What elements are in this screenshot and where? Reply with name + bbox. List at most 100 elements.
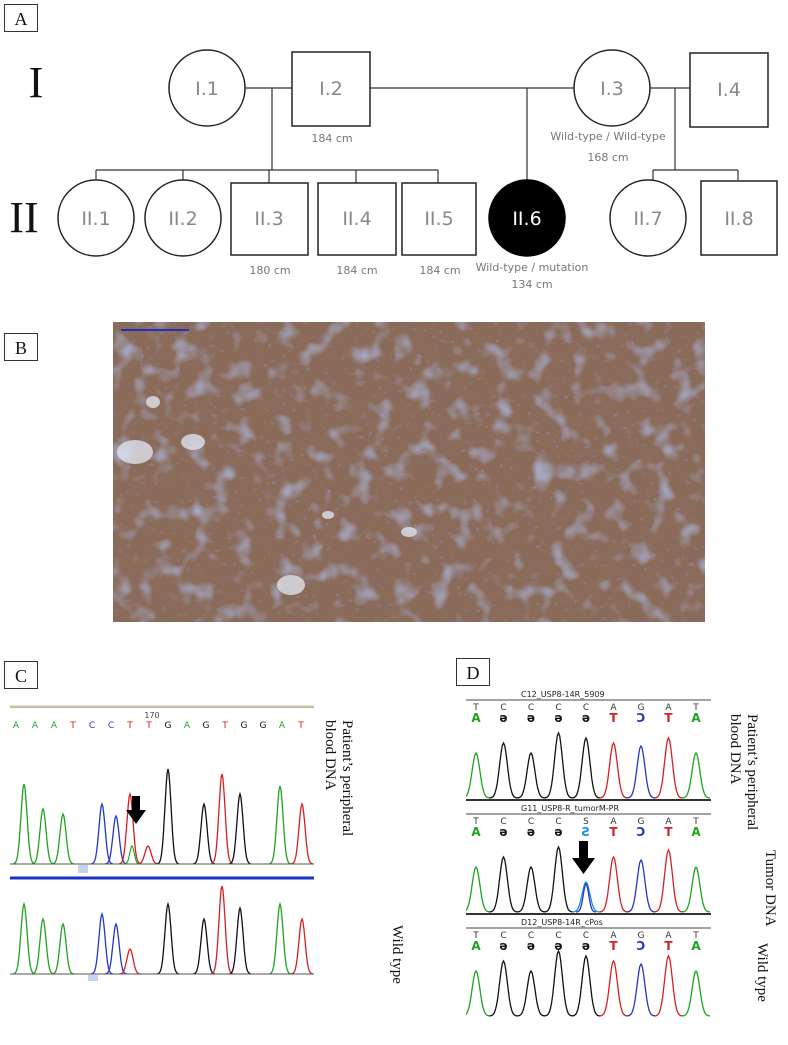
base-label-0-1: C — [500, 703, 506, 713]
base-glyph-1-0: A — [471, 825, 481, 839]
pedigree-lines — [95, 87, 739, 183]
base-glyph-0-2: ə — [527, 711, 535, 725]
base-label-1-5: A — [610, 817, 617, 827]
base-label-1-3: C — [555, 817, 561, 827]
base-label-0-2: C — [528, 703, 534, 713]
pedigree-chart: I II I.1 I.2 184 cm I.3 Wild-type / Wild… — [9, 49, 778, 291]
trace-peak-bottom-2 — [51, 922, 75, 975]
stroma-patches — [117, 396, 417, 595]
base-glyph-0-5: T — [609, 711, 618, 725]
track-name-2: D12_USP8-14R_cPos — [521, 918, 603, 927]
trace-peak-top-8 — [156, 768, 180, 865]
member-II3-label: II.3 — [254, 208, 283, 230]
trace-peak-top-0 — [12, 783, 36, 865]
base-label-2-5: A — [610, 931, 617, 941]
panel-label-b: B — [4, 333, 38, 361]
trace-peak-2-8 — [681, 969, 711, 1017]
trace-peak-1-3 — [544, 845, 573, 913]
trace-peak-bottom-0 — [12, 901, 36, 975]
generation-label-i: I — [29, 58, 44, 107]
base-label-0-5: A — [610, 703, 617, 713]
trace-peak-0-6 — [626, 744, 656, 799]
trace-peak-bottom-8 — [156, 901, 180, 975]
base-glyph-1-3: ə — [554, 825, 562, 839]
base-label-1-4: S — [583, 817, 589, 827]
trace-peak-2-7 — [654, 954, 683, 1017]
chromatogram-panel-d: C12_USP8-14R_5909TACəCəCəCəATGϽATTAG11_U… — [466, 690, 711, 1017]
trace-peak-bottom-1 — [31, 917, 55, 975]
trace-peak-top-4 — [90, 801, 114, 865]
member-I4-label: I.4 — [717, 79, 741, 101]
position-label-170: 170 — [144, 711, 159, 720]
track-name-1: G11_USP8-R_tumorM-PR — [521, 804, 619, 813]
base-call-6: T — [126, 721, 133, 731]
panel-label-c: C — [4, 661, 38, 689]
member-I3-genotype: Wild-type / Wild-type — [550, 130, 665, 143]
base-label-2-4: C — [583, 931, 589, 941]
member-II6-height: 134 cm — [511, 278, 552, 291]
member-II6-genotype: Wild-type / mutation — [476, 261, 589, 274]
member-II3-height: 180 cm — [249, 264, 290, 277]
base-glyph-1-5: T — [609, 825, 618, 839]
mutation-arrow-d — [572, 841, 595, 874]
track-name-0: C12_USP8-14R_5909 — [521, 690, 605, 699]
base-label-1-8: T — [692, 817, 699, 827]
trace-peak-0-7 — [654, 736, 683, 799]
selection-marker-top — [78, 865, 88, 873]
member-I2-symbol — [291, 51, 371, 127]
base-call-14: A — [279, 721, 286, 731]
trace-peak-0-2 — [516, 751, 546, 799]
base-call-15: T — [297, 721, 304, 731]
trace-peak-1-0 — [466, 865, 491, 913]
trace-peak-1-5 — [599, 855, 628, 913]
trace-peak-top-11 — [210, 773, 234, 865]
trace-peak-1-8 — [681, 865, 711, 913]
base-call-3: T — [69, 721, 76, 731]
panel-c-label-bottom: Wild type — [389, 925, 405, 984]
trace-peak-2-5 — [599, 959, 628, 1017]
trace-peak-1-1 — [489, 855, 518, 913]
trace-peak-2-3 — [544, 949, 573, 1017]
base-call-10: G — [203, 721, 210, 731]
trace-peak-1-6 — [626, 858, 656, 913]
member-II5-label: II.5 — [424, 208, 453, 230]
mutation-arrow-c — [126, 796, 146, 824]
member-II1-symbol — [57, 179, 135, 257]
base-label-2-7: A — [665, 931, 672, 941]
generation-label-ii: II — [9, 193, 38, 242]
member-II3-symbol — [230, 182, 309, 256]
trace-peak-top-12 — [228, 791, 252, 865]
trace-peak-top-10 — [192, 801, 216, 865]
panel-label-d: D — [456, 658, 490, 686]
base-glyph-1-6: Ͻ — [637, 825, 645, 839]
base-glyph-1-7: T — [664, 825, 673, 839]
base-glyph-2-6: Ͻ — [637, 939, 645, 953]
member-I1-label: I.1 — [195, 78, 219, 100]
panel-d-label-middle: Tumor DNA — [762, 850, 778, 927]
member-II6-symbol-affected — [488, 179, 566, 257]
trace-peak-1-4 — [571, 881, 601, 913]
trace-peak-2-2 — [516, 969, 546, 1017]
trace-peak-bottom-11 — [210, 885, 234, 975]
base-call-2: A — [51, 721, 58, 731]
trace-peak-0-3 — [544, 731, 573, 799]
trace-peak-1-7 — [654, 848, 683, 913]
base-call-13: G — [260, 721, 267, 731]
base-label-1-6: G — [638, 817, 645, 827]
trace-peak-bottom-10 — [192, 917, 216, 975]
trace-peak-top-2 — [51, 812, 75, 865]
base-label-2-1: C — [500, 931, 506, 941]
base-call-4: C — [89, 721, 95, 731]
base-call-9: A — [184, 721, 191, 731]
base-glyph-0-0: A — [471, 711, 481, 725]
member-II8-label: II.8 — [724, 208, 753, 230]
member-II8-symbol — [700, 180, 778, 256]
trace-peak-1-2 — [516, 865, 546, 913]
trace-peak-mutant-d — [575, 882, 597, 913]
base-glyph-1-1: ə — [499, 825, 507, 839]
base-glyph-2-0: A — [471, 939, 481, 953]
base-label-2-8: T — [692, 931, 699, 941]
base-glyph-2-2: ə — [527, 939, 535, 953]
member-II5-height: 184 cm — [419, 264, 460, 277]
